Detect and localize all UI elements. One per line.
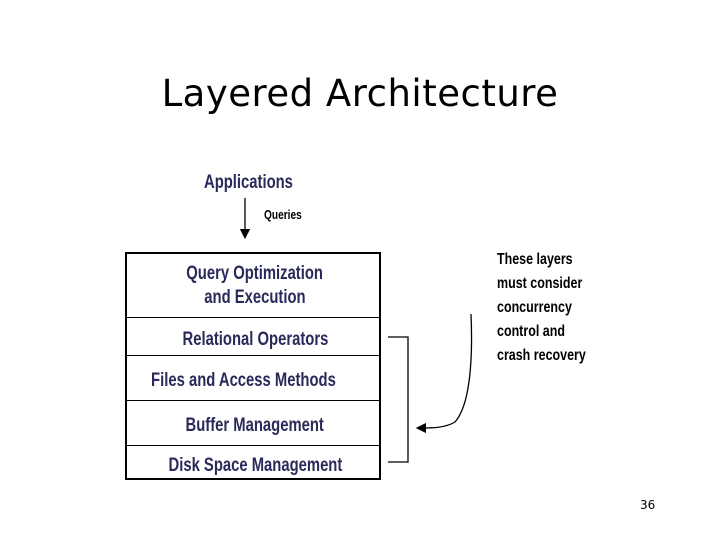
layer-label-line: Buffer Management (185, 415, 325, 436)
layer-label-line: Files and Access Methods (150, 370, 336, 391)
note-text: These layers must consider concurrency c… (497, 251, 586, 364)
layer-label-line: and Execution (204, 287, 306, 308)
layer-label-line: Disk Space Management (168, 455, 342, 476)
layer-divider (127, 400, 381, 401)
layer-divider (127, 445, 381, 446)
layer-divider (127, 317, 381, 318)
layer-divider (127, 355, 381, 356)
layer-disk-space-management: Disk Space Management (127, 454, 383, 478)
layer-bracket (388, 336, 409, 463)
layer-stack: Query Optimization and Execution Relatio… (125, 252, 381, 480)
layer-label-line: Query Optimization (186, 263, 324, 284)
page-number: 36 (640, 498, 656, 512)
layer-relational-operators: Relational Operators (127, 328, 383, 352)
queries-label: Queries (264, 207, 302, 222)
layer-query-optimization: Query Optimization and Execution (127, 262, 383, 310)
layer-label-line: Relational Operators (182, 329, 328, 350)
layer-buffer-management: Buffer Management (127, 414, 383, 438)
applications-label: Applications (204, 172, 293, 193)
layer-files-access-methods: Files and Access Methods (115, 369, 371, 393)
slide-title: Layered Architecture (161, 72, 559, 115)
note-arrow (415, 313, 473, 434)
